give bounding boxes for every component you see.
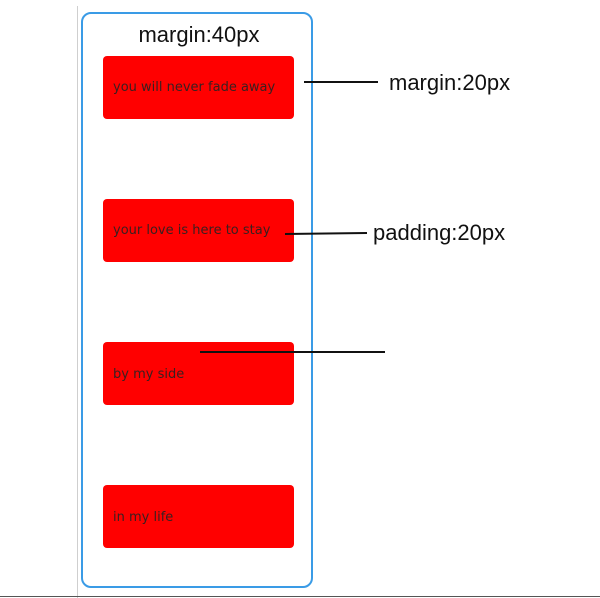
box-3: by my side <box>103 342 294 405</box>
left-rule <box>77 6 78 598</box>
bottom-rule <box>0 596 600 597</box>
box-4-text: in my life <box>113 510 174 525</box>
box-2: your love is here to stay <box>103 199 294 262</box>
margin-annotation-line <box>304 81 378 83</box>
third-annotation-line <box>200 351 385 353</box>
padding-annotation-line <box>284 231 368 235</box>
container-margin-label: margin:40px <box>138 22 260 47</box>
box-1: you will never fade away <box>103 56 294 119</box>
outer-container <box>81 12 313 588</box>
box-1-text: you will never fade away <box>113 80 276 95</box>
margin-annotation-label: margin:20px <box>389 70 511 95</box>
box-3-text: by my side <box>113 367 185 382</box>
box-4: in my life <box>103 485 294 548</box>
padding-annotation-label: padding:20px <box>373 220 506 245</box>
box-2-text: your love is here to stay <box>113 223 271 238</box>
